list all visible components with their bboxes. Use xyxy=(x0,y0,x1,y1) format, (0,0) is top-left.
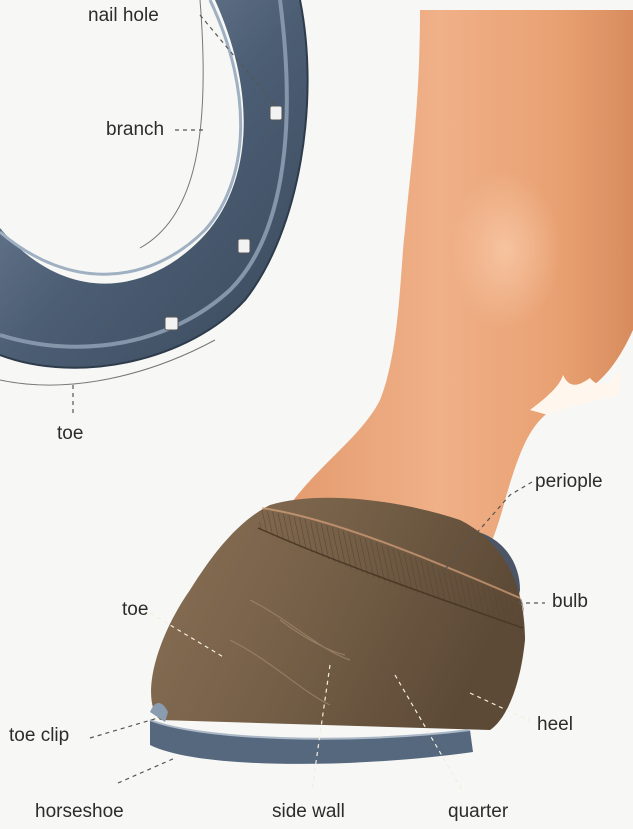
label-quarter: quarter xyxy=(448,802,508,821)
label-toe-shoe: toe xyxy=(57,424,83,443)
nail-hole-3 xyxy=(165,317,178,330)
label-toe-clip: toe clip xyxy=(9,726,69,745)
nail-hole-2 xyxy=(238,239,250,253)
hoof xyxy=(150,498,525,764)
label-heel: heel xyxy=(537,715,573,734)
label-horseshoe: horseshoe xyxy=(35,802,124,821)
label-branch: branch xyxy=(106,120,164,139)
label-side-wall: side wall xyxy=(272,802,345,821)
label-toe-hoof: toe xyxy=(122,600,148,619)
label-periople: periople xyxy=(535,472,603,491)
horseshoe-top-view xyxy=(0,0,308,385)
nail-hole-1 xyxy=(270,106,282,120)
label-nail-hole: nail hole xyxy=(88,6,159,25)
label-bulb: bulb xyxy=(552,592,588,611)
